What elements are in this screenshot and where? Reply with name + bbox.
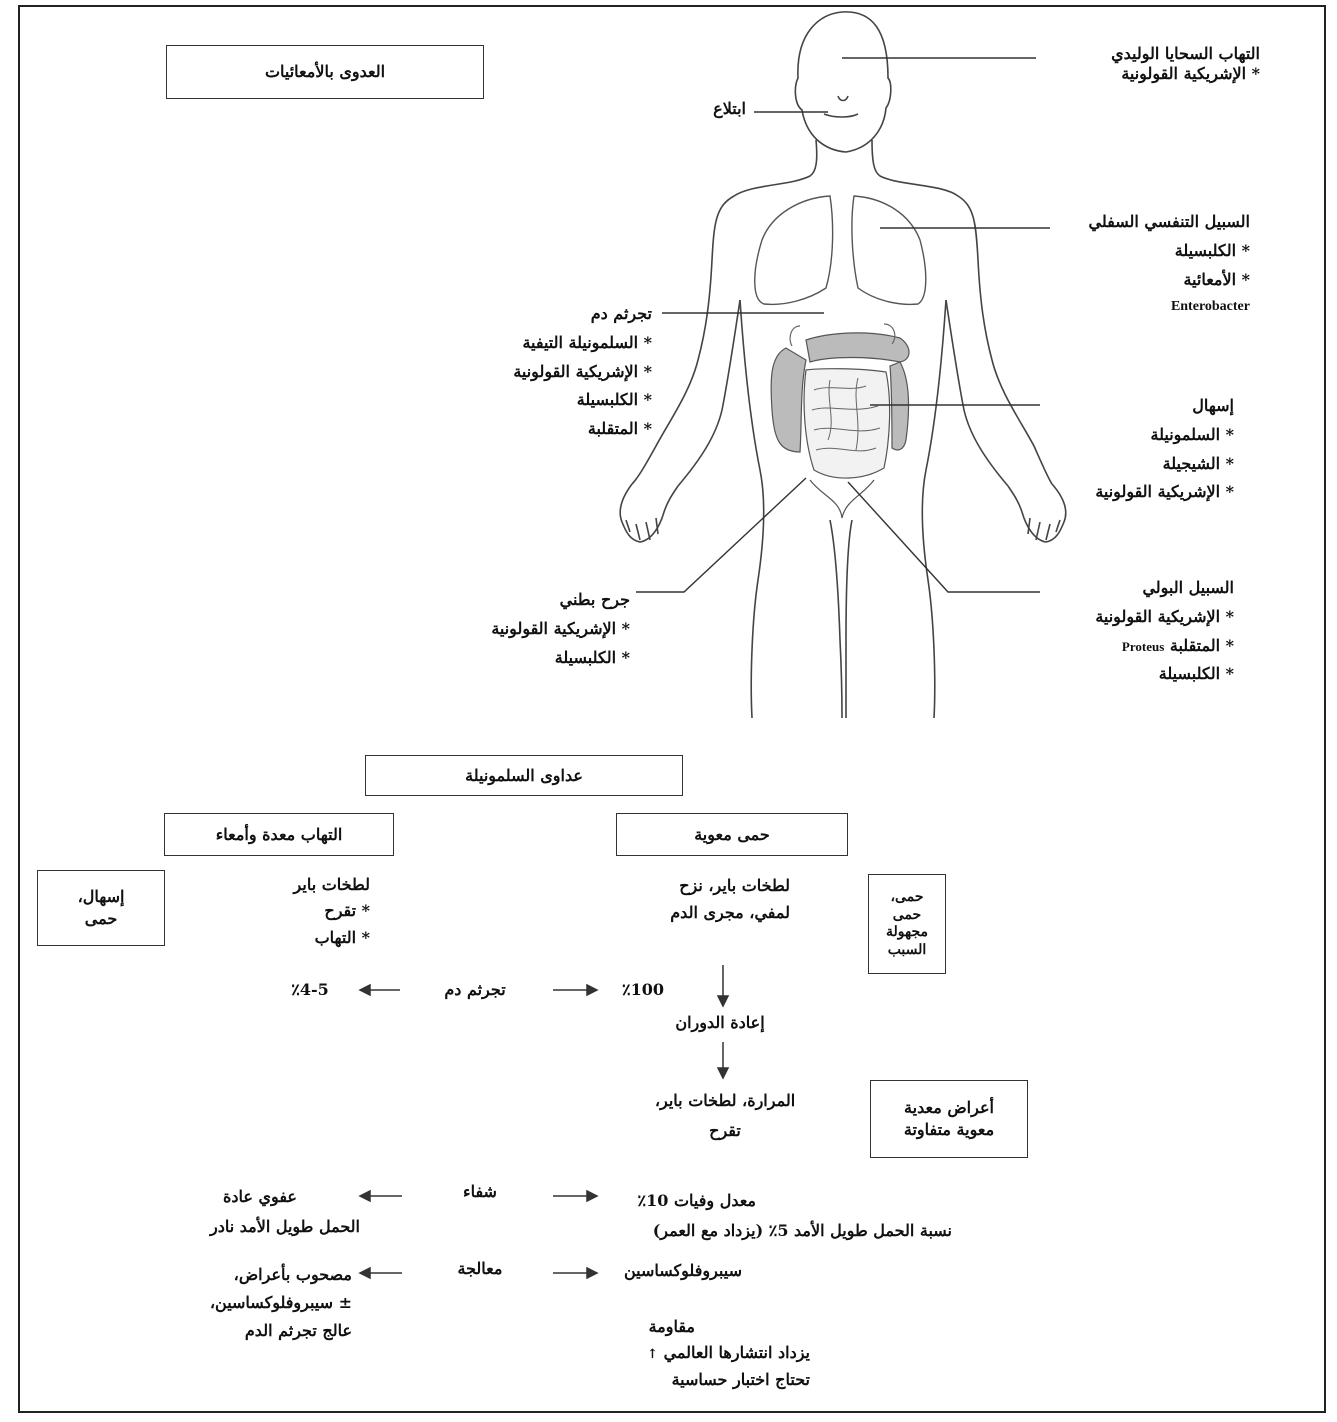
enteric-site: لطخات باير، نزح [590,872,790,899]
cure-enteric-line: نسبة الحمل طويل الأمد 5٪ (يزداد مع العمر… [600,1216,952,1246]
diarrhea-item: * الإشريكية القولونية [1040,478,1234,507]
cure-label: شفاء [430,1182,530,1202]
enteric-fever-box: حمى معوية [616,813,848,856]
diarrhea-title: إسهال [1040,392,1234,421]
bacteremia-enteric-rate: ٪100 [608,980,678,1000]
diarrhea-item: * السلمونيلة [1040,421,1234,450]
variable-symptoms-line: معوية متفاوتة [904,1119,994,1141]
cure-enteric-line: معدل وفيات 10٪ [600,1186,952,1216]
resistance-text: يزداد انتشارها العالمي [664,1343,810,1362]
treatment-gastro-line: ± سيبروفلوكساسين، [150,1289,352,1317]
enteric-sites: لطخات باير، نزح لمفي، مجرى الدم [590,872,790,926]
gallbladder-line: تقرح [620,1116,830,1146]
intestines [771,324,909,518]
urinary-item: * الكلبسيلة [1040,660,1234,689]
treatment-gastro-line: مصحوب بأعراض، [150,1261,352,1289]
fever-unknown-line: حمى [893,907,921,925]
variable-symptoms-box: أعراض معدية معوية متفاوتة [870,1080,1028,1158]
salmonella-main-box: عداوى السلمونيلة [365,755,683,796]
respiratory-item: * الكلبسيلة [1040,237,1250,266]
treatment-gastro: مصحوب بأعراض، ± سيبروفلوكساسين، عالج تجر… [150,1261,352,1345]
respiratory-latin: Enterobacter [1040,294,1250,319]
variable-symptoms-line: أعراض معدية [904,1097,994,1119]
resistance-line: مقاومة [610,1314,810,1340]
urinary-title: السبيل البولي [1040,574,1234,603]
bacteremia-label: تجرثم دم * السلمونيلة التيفية * الإشريكي… [440,300,652,444]
lungs [755,196,926,304]
bacteremia-gastro-rate: ٪4-5 [270,980,350,1000]
salmonella-main-text: عداوى السلمونيلة [465,765,583,787]
diarrhea-fever-box: إسهال، حمى [37,870,165,946]
ingestion-title: ابتلاع [640,99,746,119]
respiratory-label: السبيل التنفسي السفلي * الكلبسيلة * الأم… [1040,208,1250,320]
recirculation-label: إعادة الدوران [650,1013,790,1033]
up-arrow-icon: ↑ [647,1347,658,1362]
resistance-line: تحتاج اختبار حساسية [610,1367,810,1393]
ingestion-label: ابتلاع [640,99,746,119]
bacteremia-title: تجرثم دم [440,300,652,329]
enteric-site: لمفي، مجرى الدم [590,899,790,926]
diarrhea-fever-line: إسهال، [78,886,125,908]
fever-unknown-line: مجهولة [886,924,928,942]
bacteremia-item: * المتقلبة [440,415,652,444]
title-text: العدوى بالأمعائيات [265,61,385,83]
urinary-label: السبيل البولي * الإشريكية القولونية * ال… [1040,574,1234,689]
bacteremia-flow-label: تجرثم دم [420,980,530,1000]
respiratory-item: * الأمعائية [1040,266,1250,295]
cure-gastro-line: عفوي عادة [160,1182,360,1212]
gallbladder-line: المرارة، لطخات باير، [620,1086,830,1116]
bacteremia-item: * السلمونيلة التيفية [440,329,652,358]
gastroenteritis-box: التهاب معدة وأمعاء [164,813,394,856]
meningitis-title: التهاب السحايا الوليدي [1040,44,1260,64]
cure-gastro-line: الحمل طويل الأمد نادر [160,1212,360,1242]
gallbladder-label: المرارة، لطخات باير، تقرح [620,1086,830,1145]
gastroenteritis-text: التهاب معدة وأمعاء [216,824,343,846]
abdominal-wound-item: * الإشريكية القولونية [430,615,630,644]
fever-unknown-line: السبب [888,942,927,960]
diarrhea-label: إسهال * السلمونيلة * الشيجيلة * الإشريكي… [1040,392,1234,507]
gastro-site: * التهاب [240,925,370,951]
connector-lines [636,58,1050,592]
bacteremia-item: * الإشريكية القولونية [440,358,652,387]
fever-unknown-box: حمى، حمى مجهولة السبب [868,874,946,974]
fever-unknown-line: حمى، [891,889,924,907]
gastro-site: لطخات باير [240,872,370,898]
cure-enteric: معدل وفيات 10٪ نسبة الحمل طويل الأمد 5٪ … [600,1186,952,1245]
abdominal-wound-title: جرح بطني [430,586,630,615]
treatment-enteric: سيبروفلوكساسين [600,1261,742,1281]
abdominal-wound-item: * الكلبسيلة [430,644,630,673]
gastro-sites: لطخات باير * تقرح * التهاب [240,872,370,951]
cure-gastro: عفوي عادة الحمل طويل الأمد نادر [160,1182,360,1241]
urinary-item-text: * المتقلبة [1170,636,1234,655]
enteric-fever-text: حمى معوية [694,824,770,846]
urinary-item: * الإشريكية القولونية [1040,603,1234,632]
resistance-line: يزداد انتشارها العالمي ↑ [610,1340,810,1366]
title-box: العدوى بالأمعائيات [166,45,484,99]
treatment-gastro-line: عالج تجرثم الدم [150,1317,352,1345]
diarrhea-fever-line: حمى [85,908,117,930]
urinary-latin: Proteus [1122,635,1164,658]
gastro-site: * تقرح [240,898,370,924]
diarrhea-item: * الشيجيلة [1040,450,1234,479]
meningitis-item: * الإشريكية القولونية [1040,64,1260,84]
meningitis-label: التهاب السحايا الوليدي * الإشريكية القول… [1040,44,1260,84]
resistance-block: مقاومة يزداد انتشارها العالمي ↑ تحتاج اخ… [610,1314,810,1393]
treatment-label: معالجة [430,1259,530,1279]
abdominal-wound-label: جرح بطني * الإشريكية القولونية * الكلبسي… [430,586,630,672]
bacteremia-item: * الكلبسيلة [440,386,652,415]
urinary-item: * المتقلبة Proteus [1040,632,1234,661]
respiratory-title: السبيل التنفسي السفلي [1040,208,1250,237]
